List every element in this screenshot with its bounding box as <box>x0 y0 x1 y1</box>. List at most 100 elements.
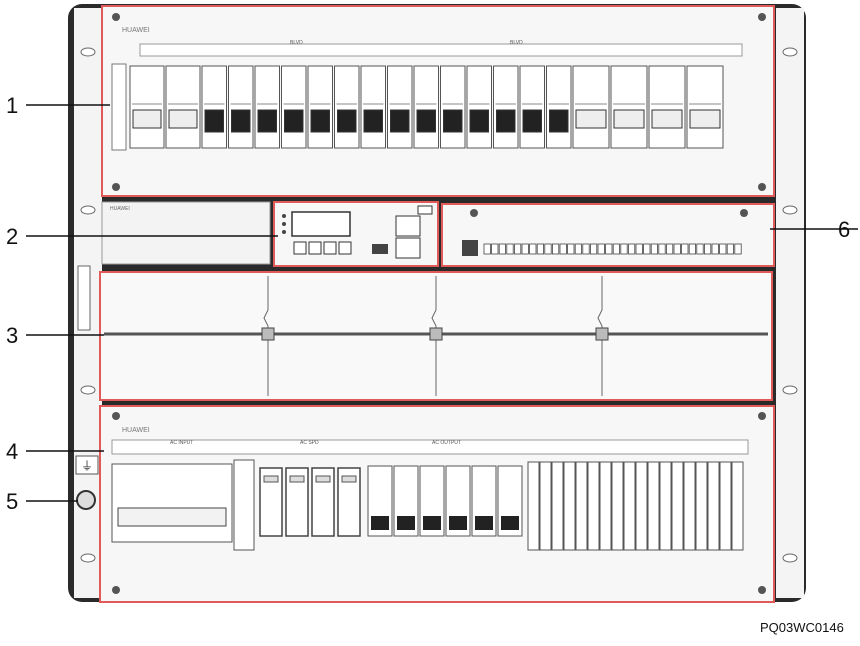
terminal-slot <box>521 243 529 255</box>
keypad-button <box>338 241 352 255</box>
spd-module <box>311 467 335 537</box>
terminal-slot <box>673 243 681 255</box>
terminal-block <box>659 461 672 551</box>
terminal-block-row <box>483 243 742 255</box>
terminal-slot <box>643 243 651 255</box>
breaker-handle <box>423 516 441 530</box>
breaker-handle <box>397 516 415 530</box>
terminal-slot <box>597 243 605 255</box>
breaker-handle <box>575 109 607 129</box>
divider-clip <box>429 327 443 341</box>
brand-label: HUAWEI <box>122 427 150 434</box>
rectifier-slot-dividers <box>261 276 609 396</box>
breaker-handle <box>363 109 383 133</box>
ac-output-breakers <box>367 465 523 537</box>
terminal-slot <box>688 243 697 255</box>
terminal-slot <box>529 243 537 255</box>
ac-input-breaker <box>111 463 233 543</box>
keypad-button <box>308 241 322 255</box>
terminal-block <box>731 461 744 551</box>
slot-divider <box>597 276 603 396</box>
screw-icon <box>758 183 766 191</box>
terminal-slot <box>582 243 590 255</box>
screw-icon <box>112 412 120 420</box>
breaker-handle <box>284 109 304 133</box>
callout-1: 1 <box>6 93 19 118</box>
breaker-handle <box>257 109 277 133</box>
terminal-slot <box>719 243 727 255</box>
dc-distribution-panel: HUAWEI BLVD BLVD <box>101 5 775 197</box>
breaker-handle <box>371 516 389 530</box>
slot-divider <box>431 276 437 396</box>
callout-leaders <box>26 104 858 502</box>
screw-icon <box>112 13 120 21</box>
dc-breaker <box>413 65 439 149</box>
terminal-block <box>551 461 564 551</box>
terminal-slot <box>628 243 636 255</box>
screw-icon <box>758 13 766 21</box>
breaker-handle <box>443 109 463 133</box>
keypad-button <box>293 241 307 255</box>
screw-icon <box>740 209 748 217</box>
dc-breaker <box>493 65 519 149</box>
breaker-handle <box>469 109 489 133</box>
callout-6: 6 <box>838 217 851 242</box>
dc-breaker <box>254 65 280 149</box>
keypad-button <box>323 241 337 255</box>
terminal-slot <box>552 243 560 255</box>
panel-6-outline <box>441 203 775 267</box>
terminal-slot <box>726 243 735 255</box>
ground-symbol-plate <box>75 455 99 475</box>
dc-breaker <box>519 65 545 149</box>
terminal-slot <box>620 243 628 255</box>
dc-breaker <box>610 65 648 149</box>
dc-breaker <box>387 65 413 149</box>
rack-ear-holes <box>80 47 798 563</box>
breaker-handle <box>204 109 224 133</box>
terminal-slot <box>612 243 621 255</box>
screw-icon <box>112 586 120 594</box>
lcd-display <box>291 211 351 237</box>
callout-5: 5 <box>6 489 19 514</box>
indicator-led-icon <box>282 222 286 226</box>
dc-breaker <box>648 65 686 149</box>
side-label-strip <box>77 265 91 331</box>
terminal-block <box>671 461 684 551</box>
terminal-slot <box>696 243 704 255</box>
rj45-port-icon <box>462 240 478 256</box>
breaker-handle <box>231 109 251 133</box>
port-icon <box>417 205 433 215</box>
spd-window <box>263 475 279 483</box>
terminal-block <box>527 461 540 551</box>
monitoring-section: HUAWEI <box>101 201 439 267</box>
ground-screw-icon <box>76 490 96 510</box>
terminal-slot <box>498 243 507 255</box>
terminal-slot <box>567 243 575 255</box>
breaker-handle <box>501 516 519 530</box>
breaker-handle <box>449 516 467 530</box>
group-label: BLVD <box>510 40 523 46</box>
blank-panel <box>101 201 271 265</box>
screw-icon <box>470 209 478 217</box>
breaker-handle <box>613 109 645 129</box>
terminal-slot <box>559 243 567 255</box>
breaker-handle <box>132 109 162 129</box>
dc-breaker <box>360 65 386 149</box>
spd-module <box>259 467 283 537</box>
terminal-block <box>707 461 720 551</box>
dc-breaker <box>440 65 466 149</box>
terminal-slot <box>491 243 499 255</box>
breaker-handle <box>651 109 683 129</box>
spd-window <box>315 475 331 483</box>
callout-3: 3 <box>6 323 19 348</box>
dc-breaker <box>466 65 492 149</box>
callout-2: 2 <box>6 224 19 249</box>
terminal-block <box>683 461 696 551</box>
terminal-block-group <box>527 461 744 551</box>
divider-clip <box>595 327 609 341</box>
spd-module <box>337 467 361 537</box>
breaker-handle <box>689 109 721 129</box>
terminal-block <box>719 461 732 551</box>
ac-group-label: AC INPUT <box>170 440 193 446</box>
terminal-slot <box>483 243 491 255</box>
